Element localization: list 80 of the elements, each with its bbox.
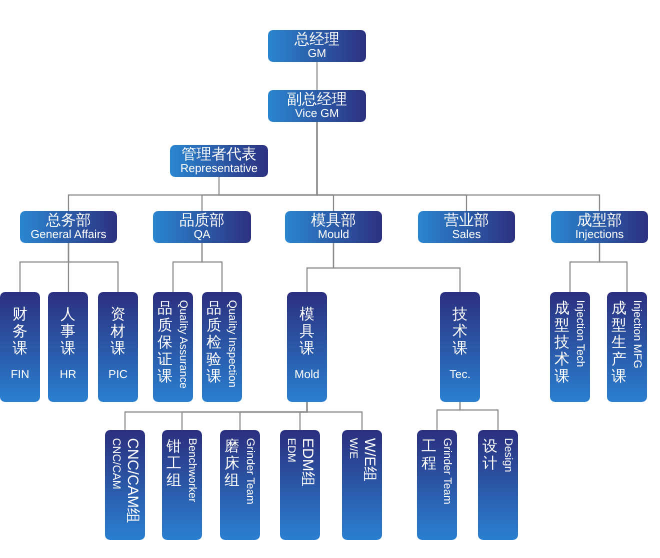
box-title: EDM [284, 438, 297, 462]
box-title: 品质检验课 [206, 300, 222, 385]
org-box [287, 292, 327, 402]
box-title: 成型技术课 [554, 300, 570, 385]
org-box [48, 292, 88, 402]
box-subtitle: CNC/CAM组 [124, 438, 141, 523]
org-box [20, 211, 117, 243]
connector-line [201, 243, 223, 292]
org-box [170, 145, 268, 177]
connector-line [316, 122, 600, 211]
org-box [342, 430, 382, 540]
box-subtitle: Grinder Team [242, 438, 256, 504]
box-title: 成型生产课 [612, 300, 626, 385]
org-box [551, 211, 648, 243]
org-box [550, 292, 590, 402]
box-subtitle: Tec. [449, 369, 471, 382]
box-subtitle: FIN [10, 369, 30, 382]
box-subtitle: Sales [452, 229, 481, 242]
org-box [285, 211, 382, 243]
box-title: CNC/CAM [109, 438, 122, 490]
org-box [202, 292, 242, 402]
box-subtitle: HR [60, 369, 76, 382]
box-subtitle: W/E组 [361, 438, 378, 482]
box-title: 品质保证课 [158, 300, 172, 385]
org-box [162, 430, 202, 540]
box-title: 总务部 [46, 212, 91, 229]
box-title: 设计 [482, 438, 498, 472]
connector-line [68, 243, 119, 292]
box-subtitle: General Affairs [30, 229, 106, 242]
box-subtitle: Vice GM [295, 108, 339, 121]
box-title: 成型部 [577, 212, 622, 229]
box-title: 资材课 [110, 306, 126, 357]
box-title: 总经理 [294, 31, 340, 48]
org-box [0, 292, 40, 402]
box-title: 人事课 [60, 306, 76, 357]
org-box [280, 430, 320, 540]
org-box [153, 292, 193, 402]
box-subtitle: GM [308, 48, 326, 61]
connector-line [306, 402, 363, 430]
box-title: 营业部 [444, 212, 489, 229]
box-subtitle: Injections [575, 229, 624, 242]
box-title: 品质部 [180, 212, 224, 229]
org-box [478, 430, 518, 540]
box-title: 财务课 [12, 306, 28, 357]
box-subtitle: Design [500, 438, 514, 472]
connector-line [598, 243, 628, 292]
org-box [105, 430, 145, 540]
box-subtitle: Injection MFG [630, 300, 642, 368]
org-box [268, 30, 366, 62]
box-subtitle: Mold [294, 369, 320, 382]
box-subtitle: Injection Tech [572, 300, 586, 368]
connector-line [332, 243, 461, 292]
org-box [153, 211, 251, 243]
box-subtitle: Mould [318, 229, 350, 242]
box-subtitle: EDM组 [299, 438, 316, 486]
box-title: 技术课 [452, 306, 468, 357]
box-title: 模具课 [300, 306, 314, 357]
box-subtitle: QA [194, 229, 210, 242]
box-subtitle: Quality Inspection [224, 300, 238, 388]
box-title: 副总经理 [287, 91, 347, 108]
box-title: 磨床组 [224, 438, 240, 489]
connector-line [316, 62, 318, 90]
org-box [607, 292, 647, 402]
org-box [417, 430, 457, 540]
box-title: 工程 [422, 438, 436, 472]
box-title: 钳工组 [166, 438, 182, 489]
box-title: 管理者代表 [182, 146, 256, 163]
box-subtitle: Representative [180, 163, 258, 176]
org-box [98, 292, 138, 402]
connector-line [459, 402, 499, 430]
box-subtitle: Grinder Team [440, 438, 452, 504]
org-box [418, 211, 515, 243]
org-box [220, 430, 260, 540]
box-title: W/E [346, 438, 359, 459]
org-box [440, 292, 480, 402]
org-box [268, 90, 366, 122]
box-subtitle: Quality Assurance [176, 300, 188, 389]
box-subtitle: PIC [108, 369, 128, 382]
box-subtitle: Benchworker [184, 438, 198, 502]
box-title: 模具部 [311, 212, 356, 229]
